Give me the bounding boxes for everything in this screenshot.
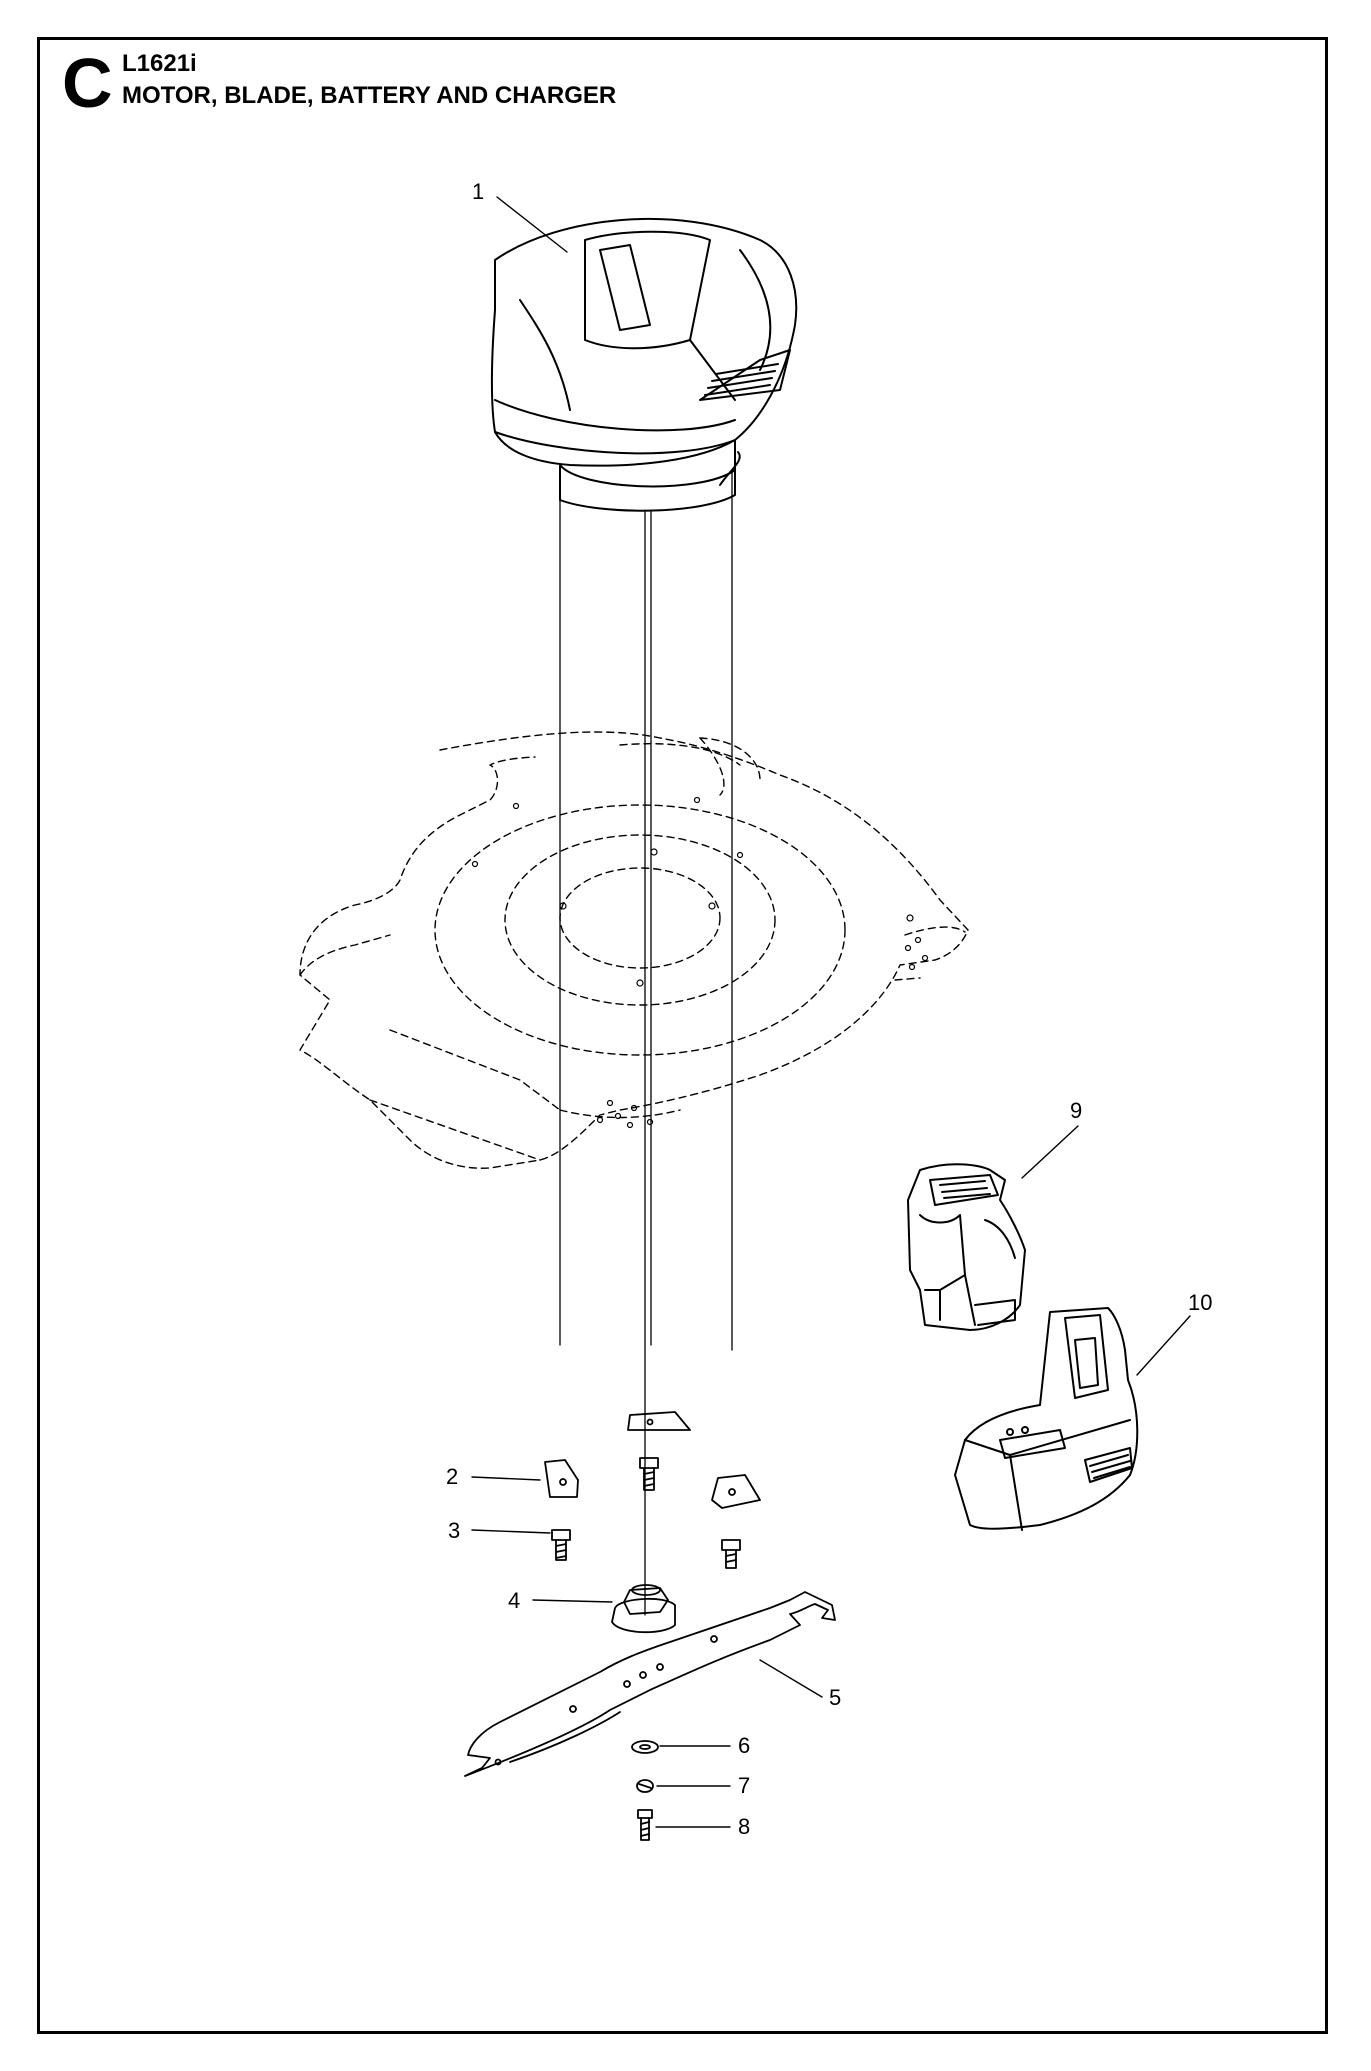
charger-part [954, 1307, 1139, 1531]
assembly-lines [559, 469, 733, 1616]
section-letter: C [62, 44, 113, 122]
center-bracket-part [627, 1411, 691, 1491]
callout-6: 6 [738, 1733, 750, 1758]
lock-washer-part [636, 1779, 654, 1793]
callout-1: 1 [472, 179, 484, 204]
blade-adapter-part [611, 1584, 676, 1634]
diagram-title: MOTOR, BLADE, BATTERY AND CHARGER [122, 82, 617, 109]
callout-10: 10 [1188, 1290, 1212, 1315]
callout-5: 5 [829, 1685, 841, 1710]
callout-7: 7 [738, 1773, 750, 1798]
callout-4: 4 [508, 1588, 520, 1613]
left-screw-part [551, 1529, 571, 1561]
right-bracket-part [711, 1474, 761, 1569]
model-number: L1621i [122, 50, 197, 77]
mower-deck-outline [299, 731, 969, 1169]
callout-2: 2 [446, 1464, 458, 1489]
motor-hood-part [490, 217, 798, 512]
callout-leaders [471, 196, 1191, 1828]
page-frame [37, 37, 1328, 2034]
callout-3: 3 [448, 1518, 460, 1543]
callout-numbers: 1 2 3 4 5 6 7 8 9 10 [446, 179, 1212, 1839]
battery-pack-part [907, 1163, 1026, 1331]
callout-9: 9 [1070, 1098, 1082, 1123]
blade-bolt-part [637, 1809, 653, 1841]
callout-8: 8 [738, 1814, 750, 1839]
washer-part [631, 1740, 659, 1754]
left-bracket-part [544, 1459, 579, 1498]
blade-part [464, 1591, 836, 1777]
deck-mount-holes [471, 796, 929, 1129]
